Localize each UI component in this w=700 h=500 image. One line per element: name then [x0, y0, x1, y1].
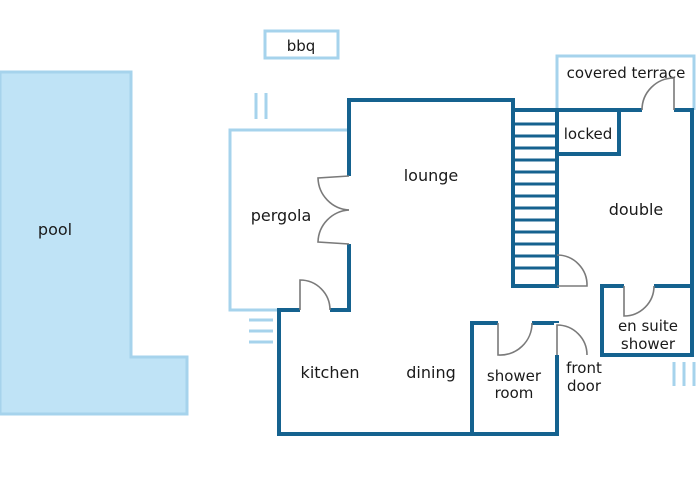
shower-room-door [497, 322, 533, 356]
lounge-label: lounge [404, 166, 459, 185]
pergola-entry-marker [254, 93, 268, 119]
double-label: double [609, 200, 664, 219]
shower-room [470, 321, 559, 436]
front-door-label-line2: door [567, 377, 602, 395]
kitchen-door [299, 279, 331, 311]
pool-area [0, 70, 189, 416]
en-suite-label-line2: shower [621, 335, 676, 353]
bbq-label: bbq [287, 37, 316, 55]
bbq-area [263, 29, 340, 60]
covered-terrace-label: covered terrace [567, 64, 686, 82]
stair-treads [513, 122, 557, 270]
locked-label: locked [564, 125, 613, 143]
terrace-door [641, 77, 675, 111]
front-door [556, 324, 588, 356]
pool-label: pool [38, 220, 72, 239]
shower-room-label-line2: room [495, 384, 534, 402]
en-suite-exterior-marker [672, 362, 696, 386]
kitchen-label: kitchen [301, 363, 360, 382]
shower-room-label-line1: shower [487, 367, 542, 385]
locked-room [555, 108, 621, 156]
kitchen-entry-marker [249, 318, 273, 344]
en-suite-door [623, 285, 655, 317]
covered-terrace-area [555, 54, 696, 110]
dining-label: dining [406, 363, 455, 382]
en-suite-label-line1: en suite [618, 317, 678, 335]
front-door-label-line1: front [566, 359, 602, 377]
pergola-double-door [317, 175, 350, 245]
double-bedroom-door [556, 254, 588, 287]
pergola-label: pergola [251, 206, 312, 225]
pergola-area [228, 128, 349, 312]
